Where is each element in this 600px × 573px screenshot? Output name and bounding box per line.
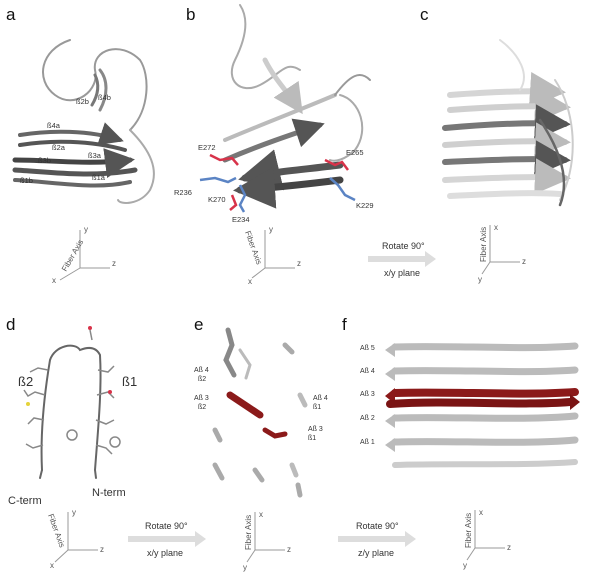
panel-letter-b: b <box>186 5 195 24</box>
axis-x: x <box>248 277 252 286</box>
panel-b: b E272 E265 R236 K270 E234 K229 <box>174 4 374 286</box>
abeta-label: Aß 1 <box>360 439 375 446</box>
fiber-axis-label: Fiber Axis <box>479 227 488 262</box>
axis-x: x <box>479 508 483 517</box>
panel-letter-f: f <box>342 315 347 334</box>
panel-d-sidechains <box>23 329 121 455</box>
panel-a: a ß2b ß4b ß4a ß2a ß3a ß3b ß1b ß1a y z x … <box>6 5 155 285</box>
panel-letter-a: a <box>6 5 16 24</box>
strand-label-b2: ß2 <box>18 374 33 389</box>
rotate-label: Rotate 90° <box>382 241 425 251</box>
rotate-label: Rotate 90° <box>145 521 188 531</box>
fiber-axis-label: Fiber Axis <box>244 515 253 550</box>
axis-gizmo-f <box>466 510 505 561</box>
cterm-label: C-term <box>8 495 42 507</box>
axis-z: z <box>522 257 526 266</box>
panel-f: f Aß 5 Aß 4 Aß 3 Aß 2 Aß 1 x z y <box>342 315 580 570</box>
axis-z: z <box>507 543 511 552</box>
axis-gizmo-d <box>54 512 98 563</box>
panel-d: d ß2 ß1 C-term N-term <box>6 315 137 570</box>
panel-c-ribbon-stack <box>442 39 574 207</box>
panel-d-backbone <box>39 344 102 479</box>
e-label: ß2 <box>198 404 206 411</box>
axis-y: y <box>463 561 467 570</box>
rotate-arrow-1: Rotate 90° x/y plane <box>368 241 436 278</box>
rotate-plane: z/y plane <box>358 548 394 558</box>
e-label: Aß 3 <box>194 395 209 402</box>
abeta-label: Aß 5 <box>360 345 375 352</box>
residue-label: E265 <box>346 148 364 157</box>
axis-y: y <box>84 225 88 234</box>
fiber-axis-label: Fiber Axis <box>46 513 66 549</box>
strand-label-b1: ß1 <box>122 374 137 389</box>
axis-y: y <box>269 225 273 234</box>
axis-x: x <box>259 510 263 519</box>
fiber-axis-label: Fiber Axis <box>243 230 263 266</box>
oxygen-atom <box>88 326 92 330</box>
rotate-plane: x/y plane <box>147 548 183 558</box>
axis-x: x <box>52 276 56 285</box>
residue-label: K270 <box>208 195 226 204</box>
strand-label: ß4a <box>47 121 61 130</box>
axis-y: y <box>243 563 247 572</box>
rotate-label: Rotate 90° <box>356 521 399 531</box>
axis-y: y <box>478 275 482 284</box>
strand-label: ß1a <box>92 173 106 182</box>
oxygen-atom <box>108 390 112 394</box>
e-label: ß1 <box>313 404 321 411</box>
strand-label: ß3a <box>88 151 102 160</box>
axis-z: z <box>112 259 116 268</box>
panel-a-ribbon <box>12 39 155 204</box>
panel-e: e Aß 4 ß2 Aß 3 ß2 Aß 4 ß1 Aß 3 ß1 x z <box>194 315 328 572</box>
rotate-arrow-3: Rotate 90° z/y plane <box>338 521 416 558</box>
abeta-label: Aß 4 <box>360 368 375 375</box>
panel-letter-c: c <box>420 5 429 24</box>
strand-label: ß4b <box>98 93 111 102</box>
axis-z: z <box>100 545 104 554</box>
e-label: ß1 <box>308 435 316 442</box>
e-label: Aß 4 <box>194 367 209 374</box>
e-label: ß2 <box>198 376 206 383</box>
sulfur-atom <box>26 402 30 406</box>
axis-z: z <box>287 545 291 554</box>
strand-label: ß1b <box>20 176 33 185</box>
panel-e-structure <box>212 327 308 498</box>
residue-label: K229 <box>356 201 374 210</box>
strand-label: ß3b <box>38 156 51 165</box>
residue-label: R236 <box>174 188 192 197</box>
axis-x: x <box>50 561 54 570</box>
panel-f-strands <box>385 342 580 468</box>
rotate-arrow-2: Rotate 90° x/y plane <box>128 521 206 558</box>
e-label: Aß 4 <box>313 395 328 402</box>
nterm-label: N-term <box>92 487 126 499</box>
panel-letter-d: d <box>6 315 15 334</box>
panel-b-ribbon <box>222 4 371 209</box>
strand-label: ß2b <box>76 97 89 106</box>
axis-gizmo-c <box>481 225 520 275</box>
axis-y: y <box>72 508 76 517</box>
rotate-plane: x/y plane <box>384 268 420 278</box>
fiber-axis-label: Fiber Axis <box>464 513 473 548</box>
strand-label: ß2a <box>52 143 66 152</box>
axis-gizmo-b <box>251 230 295 279</box>
abeta-label: Aß 3 <box>360 391 375 398</box>
residue-sticks <box>199 153 356 213</box>
panel-c: c x z y Fiber Axis <box>420 5 574 284</box>
panel-letter-e: e <box>194 315 203 334</box>
abeta-label: Aß 2 <box>360 415 375 422</box>
axis-x: x <box>494 223 498 232</box>
axis-gizmo-e <box>246 512 285 563</box>
residue-label: E234 <box>232 215 250 224</box>
axis-gizmo-a <box>59 230 110 281</box>
residue-label: E272 <box>198 143 216 152</box>
e-label: Aß 3 <box>308 426 323 433</box>
axis-z: z <box>297 259 301 268</box>
